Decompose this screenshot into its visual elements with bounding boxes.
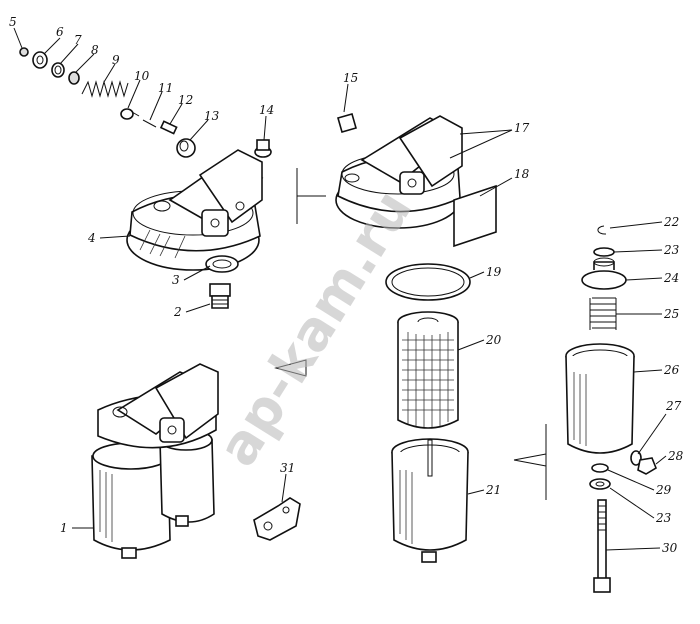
part-23-washer-bottom	[589, 478, 611, 490]
label-8: 8	[91, 43, 99, 57]
label-9: 9	[112, 53, 120, 67]
label-17: 17	[514, 121, 530, 135]
part-6-washer	[32, 51, 48, 69]
part-11-pin	[142, 119, 157, 128]
label-2: 2	[173, 305, 182, 319]
part-27-gasket	[630, 450, 642, 466]
label-19: 19	[486, 265, 502, 279]
part-28-nut	[637, 457, 657, 475]
label-10: 10	[134, 69, 150, 83]
part-13-plug	[176, 138, 196, 158]
part-10-valve	[120, 108, 140, 120]
part-22-snap-ring	[597, 225, 607, 235]
part-24-cap	[581, 257, 627, 290]
part-30-bolt	[593, 499, 611, 593]
part-4-filter-head	[126, 149, 264, 271]
label-21: 21	[485, 483, 501, 497]
part-29-washer	[591, 463, 609, 473]
part-14-fitting	[254, 139, 272, 158]
part-15-plug	[337, 113, 357, 133]
label-6: 6	[56, 25, 64, 39]
part-26-filter-bowl	[565, 343, 635, 454]
part-labels: 5 6 7 8 9 10 11 12 13 14 15 17 18 4 3 2 …	[9, 15, 684, 555]
label-14: 14	[259, 103, 274, 117]
part-20-filter-element	[397, 311, 459, 429]
label-29: 29	[655, 483, 672, 497]
label-11: 11	[158, 81, 173, 95]
label-15: 15	[343, 71, 358, 85]
label-12: 12	[178, 93, 193, 107]
part-25-spring	[589, 297, 617, 330]
part-18-bracket-panel	[453, 184, 497, 248]
part-1-filter-assembly	[91, 363, 219, 559]
part-8-ring	[68, 71, 80, 85]
part-3-gasket	[205, 255, 239, 273]
label-25: 25	[663, 307, 679, 321]
part-2-nipple	[209, 283, 231, 309]
label-13: 13	[204, 109, 220, 123]
label-26: 26	[663, 363, 680, 377]
part-31-plate	[253, 497, 301, 541]
part-5-nut	[19, 47, 29, 57]
label-7: 7	[74, 33, 82, 47]
label-3: 3	[172, 273, 180, 287]
part-7-ring	[51, 62, 65, 78]
label-28: 28	[667, 449, 684, 463]
label-30: 30	[662, 541, 678, 555]
label-1: 1	[60, 521, 68, 535]
leader-lines	[13, 27, 667, 551]
part-19-sealing-ring	[385, 263, 471, 301]
label-5: 5	[9, 15, 17, 29]
label-23-bottom: 23	[655, 511, 672, 525]
label-20: 20	[485, 333, 502, 347]
label-31: 31	[280, 461, 295, 475]
part-12-sleeve	[159, 120, 178, 135]
label-4: 4	[87, 231, 96, 245]
label-24: 24	[663, 271, 679, 285]
label-22: 22	[663, 215, 679, 229]
label-27: 27	[665, 399, 682, 413]
label-23-top: 23	[663, 243, 680, 257]
part-23-washer-top	[593, 247, 615, 257]
label-18: 18	[514, 167, 530, 181]
part-9-spring	[81, 80, 129, 98]
part-21-filter-bowl	[391, 438, 469, 563]
